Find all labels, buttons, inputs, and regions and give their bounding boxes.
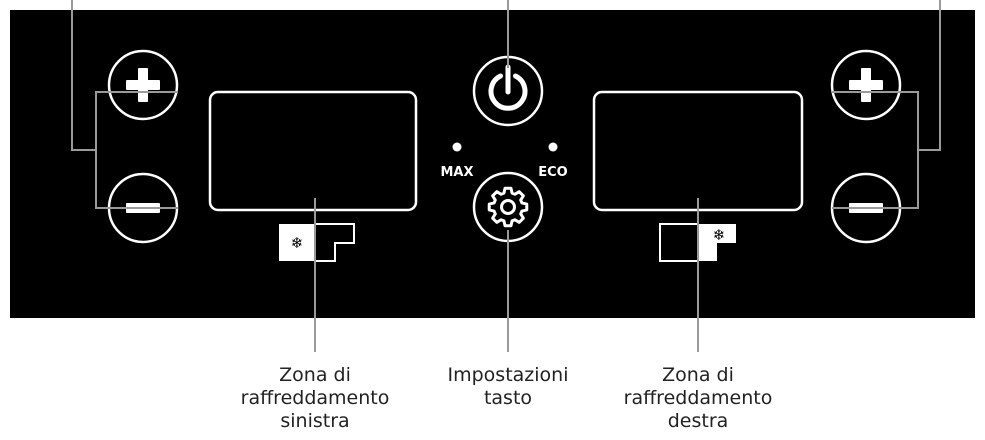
caption-line: Zona di [279, 364, 351, 386]
left-plus-button[interactable] [107, 49, 179, 121]
left-buttons-leader [71, 0, 96, 151]
power-button[interactable] [472, 55, 544, 127]
left-bracket [95, 91, 178, 209]
right-zone-indicator: ❄ [659, 223, 736, 262]
eco-label: ECO [538, 165, 567, 180]
caption-line: destra [667, 410, 729, 432]
settings-caption: Impostazioni tasto [413, 364, 603, 410]
gear-icon [487, 186, 529, 228]
power-icon [488, 64, 528, 111]
max-label: MAX [440, 165, 473, 180]
plus-icon [126, 68, 160, 102]
snowflake-icon: ❄ [291, 234, 304, 252]
left-zone-indicator: ❄ [279, 223, 355, 262]
caption-line: raffreddamento [623, 387, 773, 409]
left-zone-display [208, 90, 418, 212]
right-bracket [832, 91, 919, 209]
caption-line: sinistra [280, 410, 350, 432]
caption-line: tasto [483, 387, 533, 409]
caption-line: Impostazioni [447, 364, 569, 386]
snowflake-icon: ❄ [713, 226, 726, 244]
left-zone-caption: Zona di raffreddamento sinistra [220, 364, 410, 433]
leader-lines [71, 0, 941, 352]
caption-line: Zona di [662, 364, 734, 386]
right-buttons-leader [918, 0, 941, 151]
right-zone-caption: Zona di raffreddamento destra [603, 364, 793, 433]
caption-line: raffreddamento [240, 387, 390, 409]
eco-indicator-led [548, 142, 558, 152]
control-panel [10, 10, 975, 318]
plus-icon [849, 68, 883, 102]
right-plus-button[interactable] [830, 49, 902, 121]
max-indicator-led [452, 142, 462, 152]
